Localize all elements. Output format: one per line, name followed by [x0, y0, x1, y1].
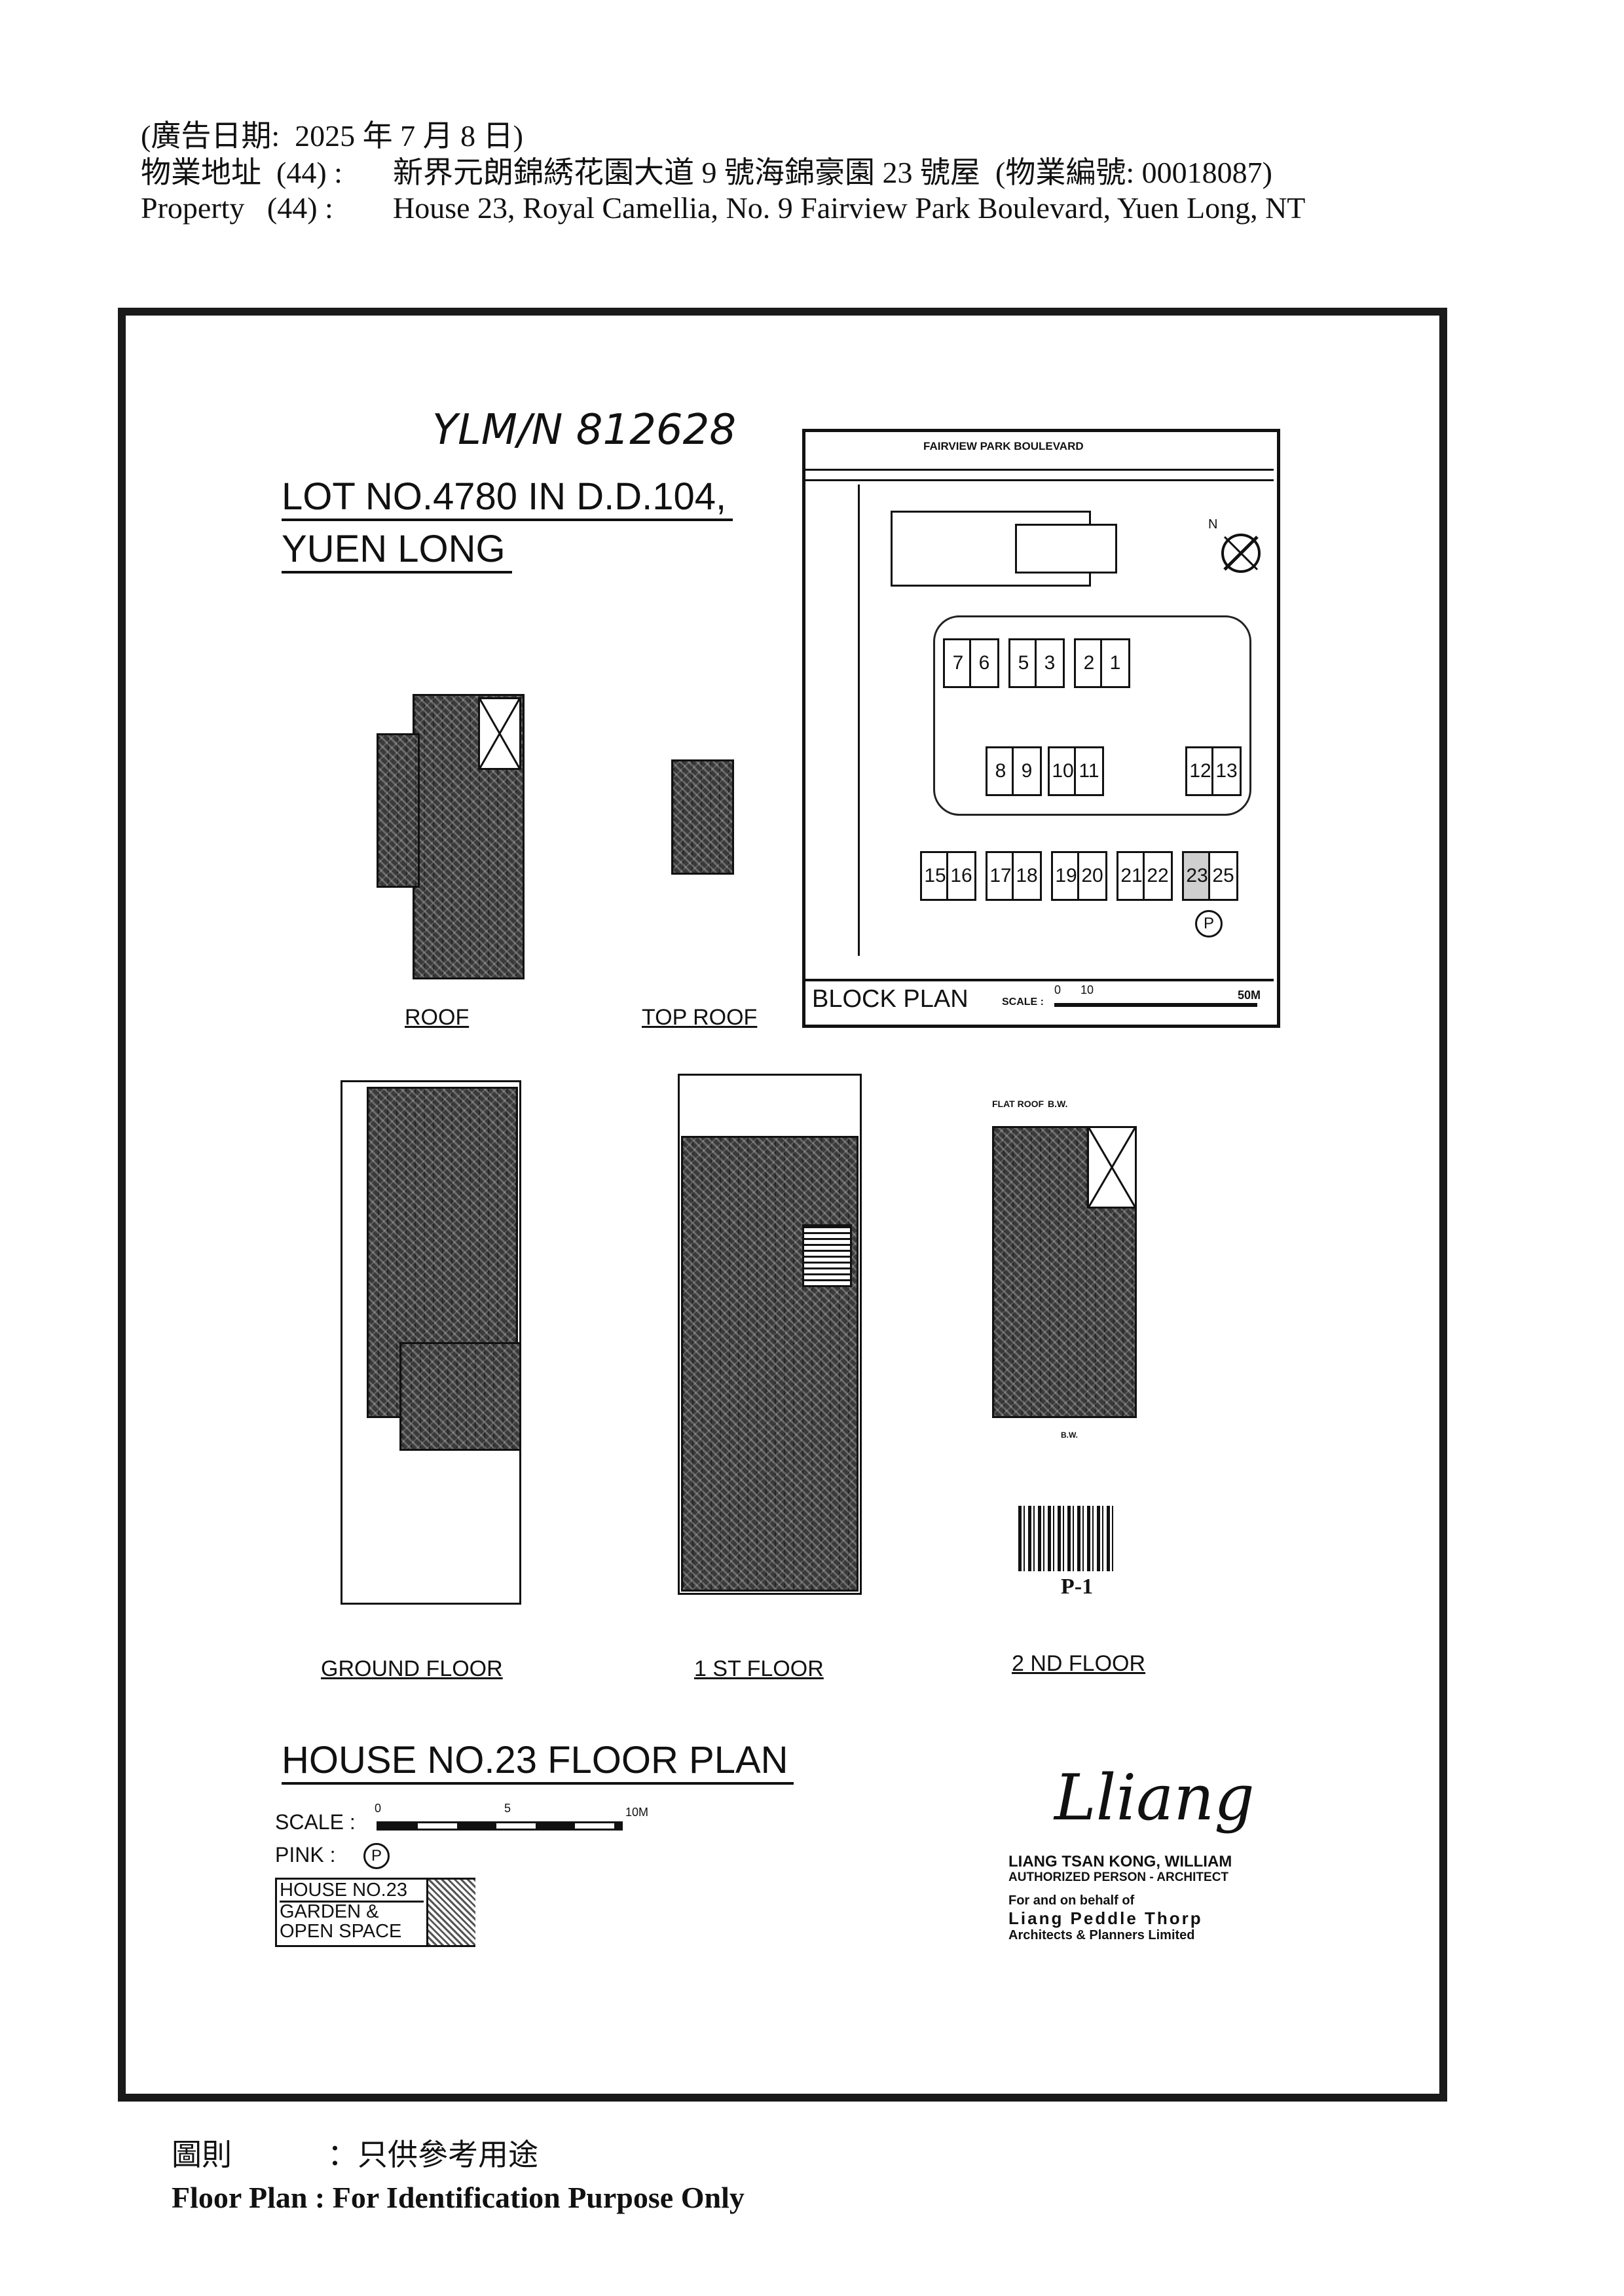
road-line: [805, 469, 1274, 471]
pink-label: PINK :: [275, 1843, 336, 1867]
house-11: 11: [1074, 746, 1104, 796]
scale-tick-5: 5: [504, 1802, 511, 1815]
top-roof-label: TOP ROOF: [642, 1005, 758, 1030]
ground-floor-label: GROUND FLOOR: [321, 1656, 503, 1681]
site-boundary: [832, 484, 860, 956]
address-en-label: Property (44) :: [141, 191, 333, 225]
footer-zh-value: ：只供參考用途: [327, 2137, 538, 2172]
house-9: 9: [1012, 746, 1042, 796]
legend-garden: GARDEN &: [280, 1901, 379, 1922]
footer-en-text: Floor Plan : For Identification Purpose …: [172, 2181, 745, 2214]
first-floor-plan: [681, 1136, 858, 1592]
block-plan-scale-10: 10: [1080, 983, 1094, 996]
house-18: 18: [1012, 851, 1042, 901]
house-20: 20: [1077, 851, 1107, 901]
staircase-icon: [802, 1224, 852, 1287]
void-icon: [478, 697, 521, 770]
architect-signature: Lliang: [1054, 1761, 1255, 1834]
block-plan-divider: [805, 979, 1274, 981]
house-15: 15: [920, 851, 950, 901]
block-plan-scale-0: 0: [1054, 983, 1061, 996]
floor-plan-title: HOUSE NO.23 FLOOR PLAN: [282, 1738, 794, 1785]
scale-tick-10: 10M: [625, 1806, 649, 1819]
house-1: 1: [1100, 638, 1130, 688]
block-plan-road-label: FAIRVIEW PARK BOULEVARD: [923, 440, 1084, 452]
address-en-value: House 23, Royal Camellia, No. 9 Fairview…: [393, 191, 1306, 225]
first-floor-label: 1 ST FLOOR: [694, 1656, 824, 1681]
legend-hatch: [426, 1880, 475, 1945]
house-6: 6: [969, 638, 999, 688]
floor-plan-frame: [118, 308, 1447, 2102]
house-5: 5: [1008, 638, 1039, 688]
behalf-firm: Liang Peddle Thorp: [1008, 1908, 1203, 1928]
roof-plan: [413, 694, 525, 979]
flat-roof-label: FLAT ROOF: [992, 1099, 1044, 1109]
void-icon: [1087, 1126, 1137, 1209]
scale-bar: [377, 1821, 623, 1831]
house-2: 2: [1074, 638, 1104, 688]
roof-label: ROOF: [405, 1005, 470, 1030]
house-8: 8: [986, 746, 1016, 796]
second-floor-label: 2 ND FLOOR: [1012, 1651, 1146, 1676]
clubhouse-wing: [1015, 524, 1117, 574]
block-plan-scale-label: SCALE :: [1002, 996, 1044, 1008]
behalf-firm-type: Architects & Planners Limited: [1008, 1928, 1195, 1942]
roof-plan-wing: [377, 733, 420, 888]
barcode: [1018, 1506, 1116, 1571]
legend-house: HOUSE NO.23: [280, 1880, 424, 1903]
house-16: 16: [946, 851, 976, 901]
block-plan-scale-50: 50M: [1238, 989, 1261, 1002]
scale-tick-0: 0: [375, 1802, 382, 1815]
house-17: 17: [986, 851, 1016, 901]
top-roof-plan: [671, 759, 734, 875]
pink-symbol-icon: P: [363, 1843, 390, 1869]
block-plan-title: BLOCK PLAN: [812, 985, 969, 1013]
legend-box: HOUSE NO.23 GARDEN & OPEN SPACE: [275, 1878, 475, 1947]
house-7: 7: [943, 638, 973, 688]
behalf-line1: For and on behalf of: [1008, 1893, 1135, 1908]
internal-road: [933, 615, 1251, 816]
block-plan: FAIRVIEW PARK BOULEVARD N 7 6 5 3 2 1 8 …: [802, 429, 1280, 1028]
house-3: 3: [1035, 638, 1065, 688]
north-label: N: [1208, 517, 1218, 532]
pink-marker-icon: P: [1195, 910, 1223, 938]
lot-number: LOT NO.4780 IN D.D.104,: [282, 475, 733, 521]
house-13: 13: [1211, 746, 1242, 796]
block-plan-scale-bar: [1054, 1003, 1257, 1007]
ground-floor-extension: [399, 1342, 521, 1451]
bw-label: B.W.: [1048, 1099, 1068, 1109]
house-10: 10: [1048, 746, 1078, 796]
lot-district: YUEN LONG: [282, 527, 512, 574]
architect-name: LIANG TSAN KONG, WILLIAM: [1008, 1853, 1232, 1870]
architect-title: AUTHORIZED PERSON - ARCHITECT: [1008, 1870, 1229, 1884]
scale-label: SCALE :: [275, 1810, 356, 1834]
barcode-label: P-1: [1061, 1575, 1094, 1599]
ad-date: (廣告日期: 2025 年 7 月 8 日): [141, 119, 523, 153]
address-zh-value: 新界元朗錦綉花園大道 9 號海錦豪園 23 號屋 (物業編號: 00018087…: [393, 156, 1272, 189]
address-zh-label: 物業地址 (44) :: [141, 156, 342, 189]
bw-label-bottom: B.W.: [1061, 1430, 1078, 1440]
house-22: 22: [1143, 851, 1173, 901]
north-arrow-icon: [1218, 530, 1264, 576]
house-19: 19: [1051, 851, 1081, 901]
house-25: 25: [1208, 851, 1238, 901]
footer-zh-label: 圖則: [172, 2137, 232, 2172]
handwritten-ref: YLM/N 812628: [432, 406, 737, 454]
legend-open-space: OPEN SPACE: [280, 1921, 402, 1942]
road-line: [805, 479, 1274, 481]
